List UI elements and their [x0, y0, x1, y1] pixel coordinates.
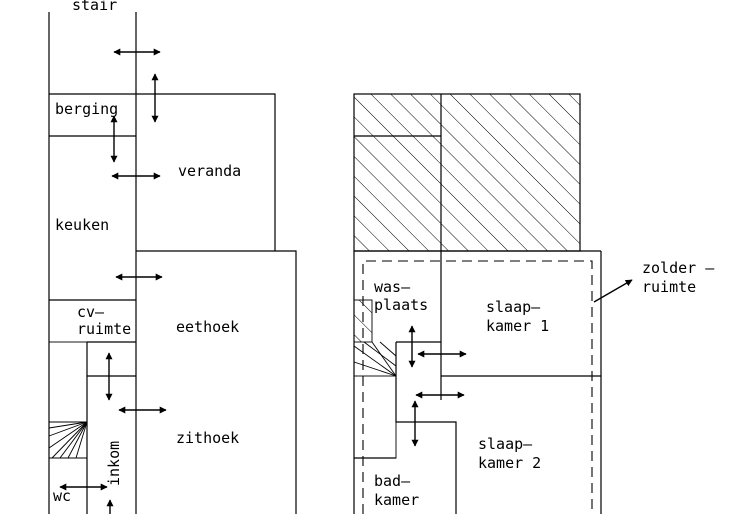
label-slaapkamer1-line1: slaap– — [486, 298, 541, 316]
label-cv-ruimte-line1: cv– — [77, 303, 105, 321]
label-stair: stair — [72, 0, 117, 14]
circulation-arrows-ground-floor — [59, 48, 167, 514]
label-wasplaats-line1: was– — [374, 278, 411, 296]
ground-floor-plan: stair berging veranda keuken cv– ruimte … — [48, 0, 297, 514]
label-slaapkamer2-line2: kamer 2 — [478, 454, 541, 472]
label-badkamer-line1: bad– — [374, 472, 411, 490]
label-zolder-line2: ruimte — [642, 278, 696, 296]
stair-ground-floor — [48, 341, 88, 459]
label-wc: wc — [53, 487, 71, 505]
label-veranda: veranda — [178, 162, 241, 180]
label-badkamer-line2: kamer — [374, 491, 419, 509]
label-eethoek: eethoek — [176, 318, 239, 336]
label-slaapkamer1-line2: kamer 1 — [486, 317, 549, 335]
roof-hatch-area — [353, 93, 581, 252]
label-wasplaats-line2: plaats — [374, 296, 428, 314]
zolder-leader-arrow — [593, 279, 633, 303]
label-cv-ruimte-line2: ruimte — [77, 320, 131, 338]
first-floor-plan: was– plaats slaap– kamer 1 slaap– kamer … — [353, 93, 715, 514]
label-keuken: keuken — [55, 216, 109, 234]
label-zithoek: zithoek — [176, 429, 239, 447]
label-inkom: inkom — [105, 441, 123, 486]
circulation-arrows-first-floor — [408, 325, 467, 447]
label-berging: berging — [55, 100, 118, 118]
label-slaapkamer2-line1: slaap– — [478, 435, 533, 453]
zolder-dashed-outline — [362, 260, 593, 514]
stair-first-floor — [353, 341, 397, 459]
label-zolder-line1: zolder – — [642, 259, 715, 277]
